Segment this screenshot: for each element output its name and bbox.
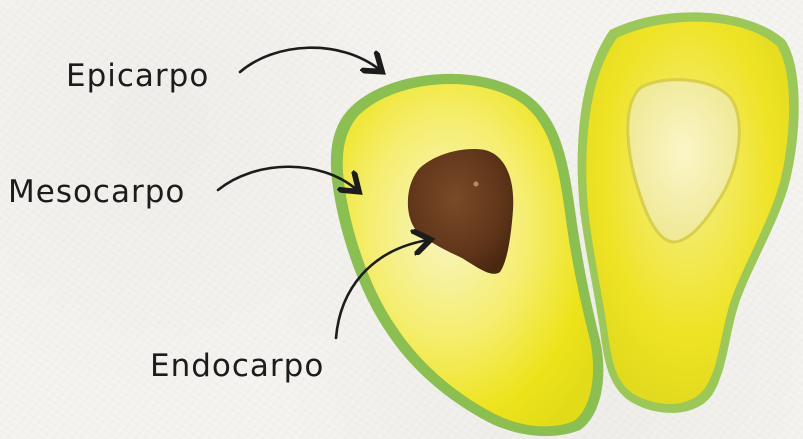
- avocado-right-half: [578, 12, 799, 413]
- seed-highlight: [474, 182, 479, 187]
- label-epicarp: Epicarpo: [66, 58, 209, 94]
- arrow-epicarp: [240, 48, 380, 72]
- label-mesocarp: Mesocarpo: [8, 174, 185, 210]
- avocado-left-half: [331, 74, 603, 436]
- label-endocarp: Endocarpo: [150, 348, 324, 384]
